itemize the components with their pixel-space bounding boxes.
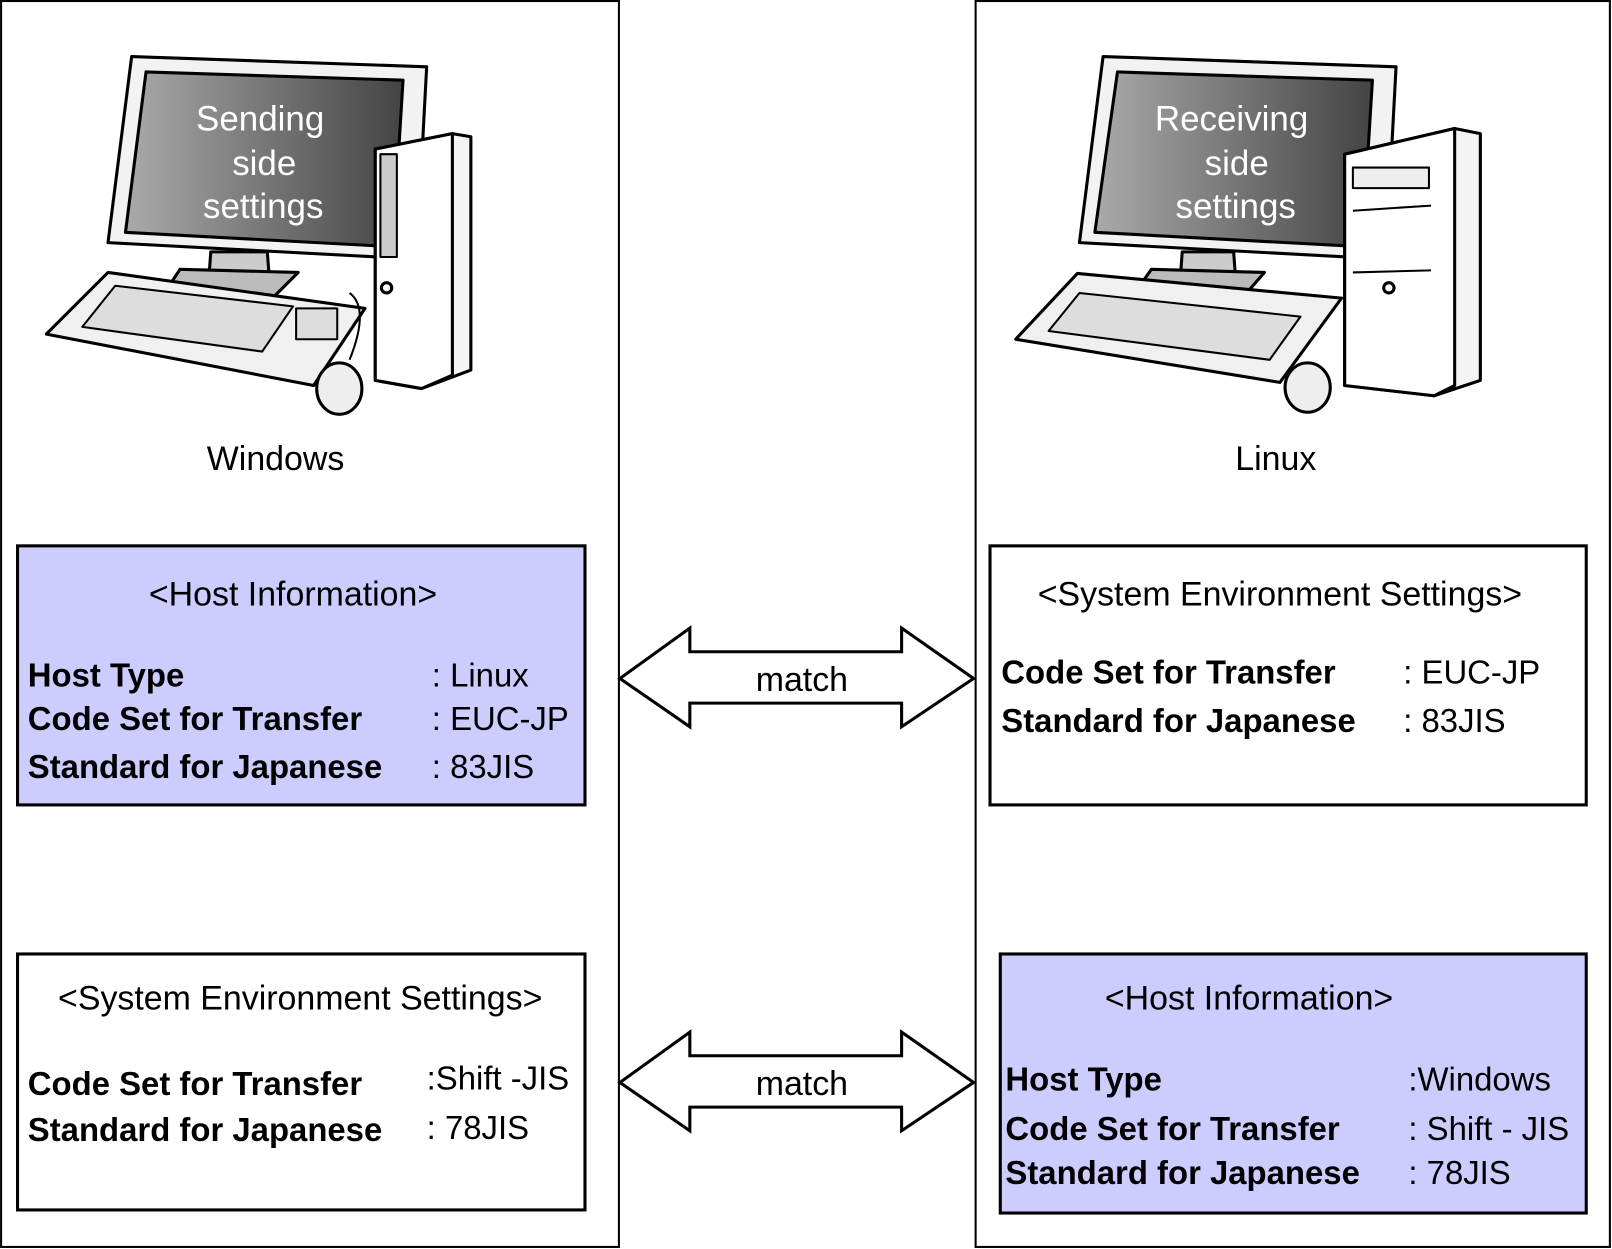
box-title: <Host Information> [1105,979,1393,1017]
row-value: : 78JIS [427,1109,529,1146]
row-value: : Shift - JIS [1408,1110,1569,1147]
os-label-linux: Linux [1235,440,1316,478]
match-label: match [756,1065,848,1103]
left-system-environment-box: <System Environment Settings> Code Set f… [15,952,587,1212]
windows-computer-icon [44,54,473,416]
receiving-side-panel [974,0,1611,1248]
row-label: Code Set for Transfer [28,1065,363,1102]
row-label: Standard for Japanese [28,1111,382,1148]
row-value: :Windows [1408,1061,1551,1098]
sending-side-panel [0,0,620,1248]
row-label: Standard for Japanese [1005,1154,1359,1191]
row-value: : EUC-JP [432,700,569,737]
row-value: : 83JIS [1403,702,1505,739]
match-arrow-top: match [617,625,977,730]
row-label: Host Type [28,657,184,694]
screen-text-line-2: side [232,144,296,183]
box-title: <System Environment Settings> [58,979,542,1017]
row-label: Standard for Japanese [28,748,382,785]
match-label: match [756,661,848,699]
linux-computer-icon [1014,54,1482,414]
row-label: Code Set for Transfer [1001,654,1336,691]
row-label: Code Set for Transfer [1005,1110,1340,1147]
right-host-information-box: <Host Information> Host Type :Windows Co… [998,952,1588,1215]
row-label: Standard for Japanese [1001,702,1355,739]
screen-text-line-1: Sending [196,100,324,139]
right-system-environment-box: <System Environment Settings> Code Set f… [988,544,1588,807]
os-label-windows: Windows [207,440,345,478]
row-value: : 83JIS [432,748,534,785]
left-host-information-box: <Host Information> Host Type : Linux Cod… [15,544,587,807]
box-title: <Host Information> [149,575,437,613]
screen-text-line-3: settings [203,187,323,226]
row-label: Code Set for Transfer [28,700,363,737]
row-value: :Shift -JIS [427,1060,569,1097]
screen-text-line-3: settings [1175,187,1295,226]
row-label: Host Type [1005,1061,1161,1098]
match-arrow-bottom: match [617,1029,977,1134]
row-value: : 78JIS [1408,1154,1510,1191]
row-value: : EUC-JP [1403,654,1540,691]
row-value: : Linux [432,657,529,694]
double-arrow-icon [617,625,977,730]
screen-text-line-2: side [1205,144,1269,183]
screen-text-line-1: Receiving [1155,100,1308,139]
double-arrow-icon [617,1029,977,1134]
box-title: <System Environment Settings> [1038,575,1522,613]
